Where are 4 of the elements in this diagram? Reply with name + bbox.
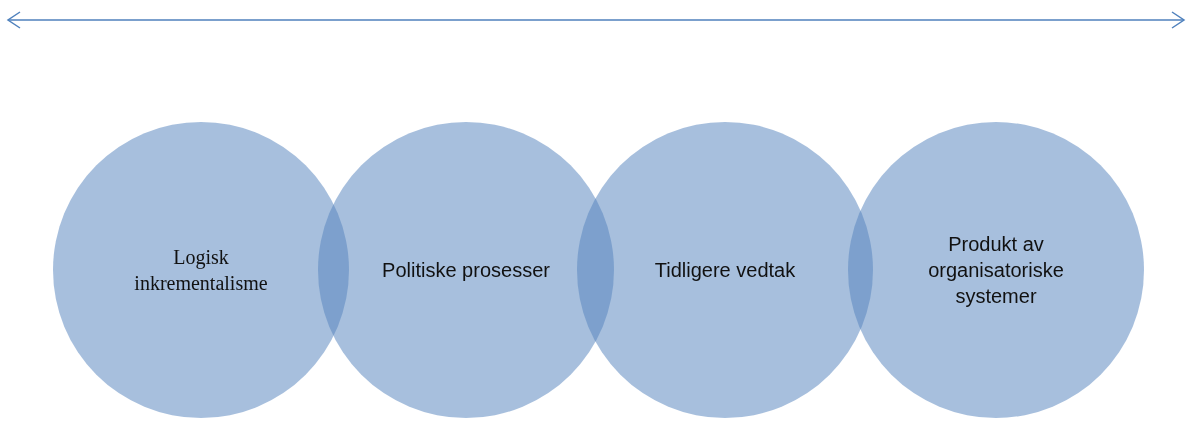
circle-label: Politiske prosesser	[382, 258, 550, 283]
circle-label: Logisk inkrementalisme	[133, 245, 269, 296]
circle-label: Produkt av organisatoriske systemer	[927, 232, 1065, 309]
circle-label: Tidligere vedtak	[654, 258, 796, 283]
